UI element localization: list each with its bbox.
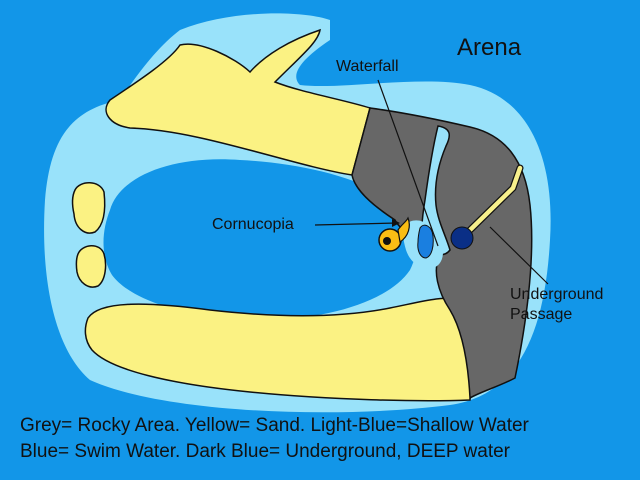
legend-line2: Blue= Swim Water. Dark Blue= Underground… bbox=[20, 441, 511, 462]
deep-water-pool bbox=[450, 226, 474, 250]
cornucopia-mouth bbox=[383, 237, 391, 245]
inner-lake bbox=[103, 159, 417, 320]
cornucopia-label: Cornucopia bbox=[212, 216, 294, 233]
underground-passage-label: Underground Passage bbox=[510, 285, 603, 325]
legend-line1: Grey= Rocky Area. Yellow= Sand. Light-Bl… bbox=[20, 415, 529, 436]
map-title: Arena bbox=[457, 34, 522, 61]
waterfall-pointer bbox=[377, 79, 439, 247]
cornucopia-pointer bbox=[314, 222, 399, 226]
sand-island-lower bbox=[75, 245, 107, 288]
cornucopia-horn bbox=[397, 216, 410, 244]
legend: Grey= Rocky Area. Yellow= Sand. Light-Bl… bbox=[20, 413, 529, 465]
sand-top bbox=[105, 28, 371, 176]
waterfall-stream bbox=[417, 224, 434, 259]
sand-island-upper bbox=[71, 182, 106, 234]
passage-pointer bbox=[489, 226, 549, 285]
underground-passage-fill bbox=[465, 165, 523, 235]
passage-label-line1: Underground bbox=[510, 286, 604, 303]
cornucopia-pointer-arrowhead bbox=[392, 219, 400, 227]
waterfall-label: Waterfall bbox=[336, 58, 399, 75]
passage-label-line2: Passage bbox=[510, 306, 573, 323]
